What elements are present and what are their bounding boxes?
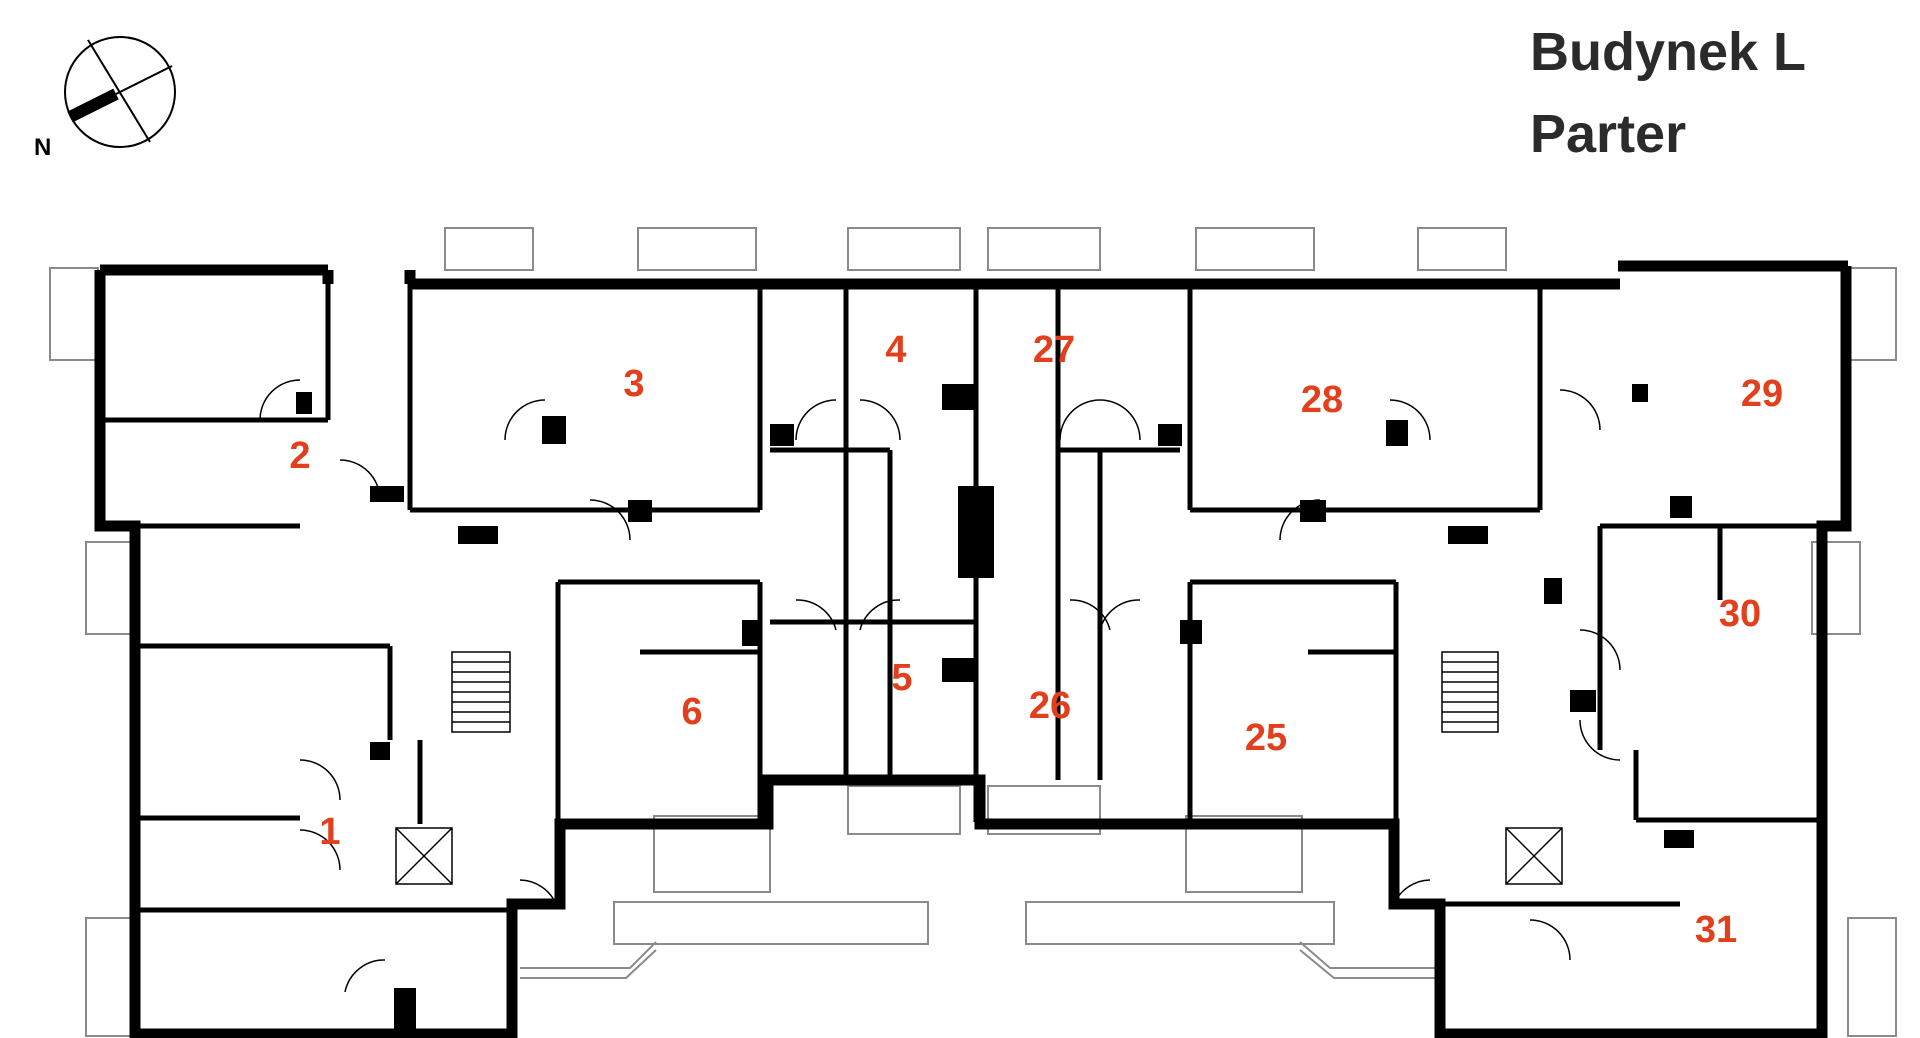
unit-label-25: 25 <box>1245 717 1287 759</box>
unit-label-4: 4 <box>885 329 906 371</box>
door-swings <box>259 379 1621 993</box>
stairwell-right <box>1441 651 1563 885</box>
wall-blocks <box>296 384 1694 1030</box>
unit-label-29: 29 <box>1741 373 1783 415</box>
unit-label-1: 1 <box>319 811 340 853</box>
unit-label-31: 31 <box>1695 909 1737 951</box>
stairwell-left <box>395 651 511 885</box>
unit-label-5: 5 <box>891 657 912 699</box>
unit-label-3: 3 <box>623 363 644 405</box>
north-label: N <box>34 134 52 161</box>
unit-labels: 1 2 3 4 5 6 25 26 27 28 29 30 31 <box>289 329 1783 951</box>
unit-label-28: 28 <box>1301 379 1343 421</box>
outer-walls <box>94 260 1852 1038</box>
building-title: Budynek L <box>1530 22 1807 82</box>
unit-label-6: 6 <box>681 691 702 733</box>
compass-icon <box>64 36 176 148</box>
unit-label-30: 30 <box>1719 593 1761 635</box>
unit-label-2: 2 <box>289 435 310 477</box>
unit-label-27: 27 <box>1033 329 1075 371</box>
unit-label-26: 26 <box>1029 685 1071 727</box>
floor-title: Parter <box>1530 104 1687 164</box>
